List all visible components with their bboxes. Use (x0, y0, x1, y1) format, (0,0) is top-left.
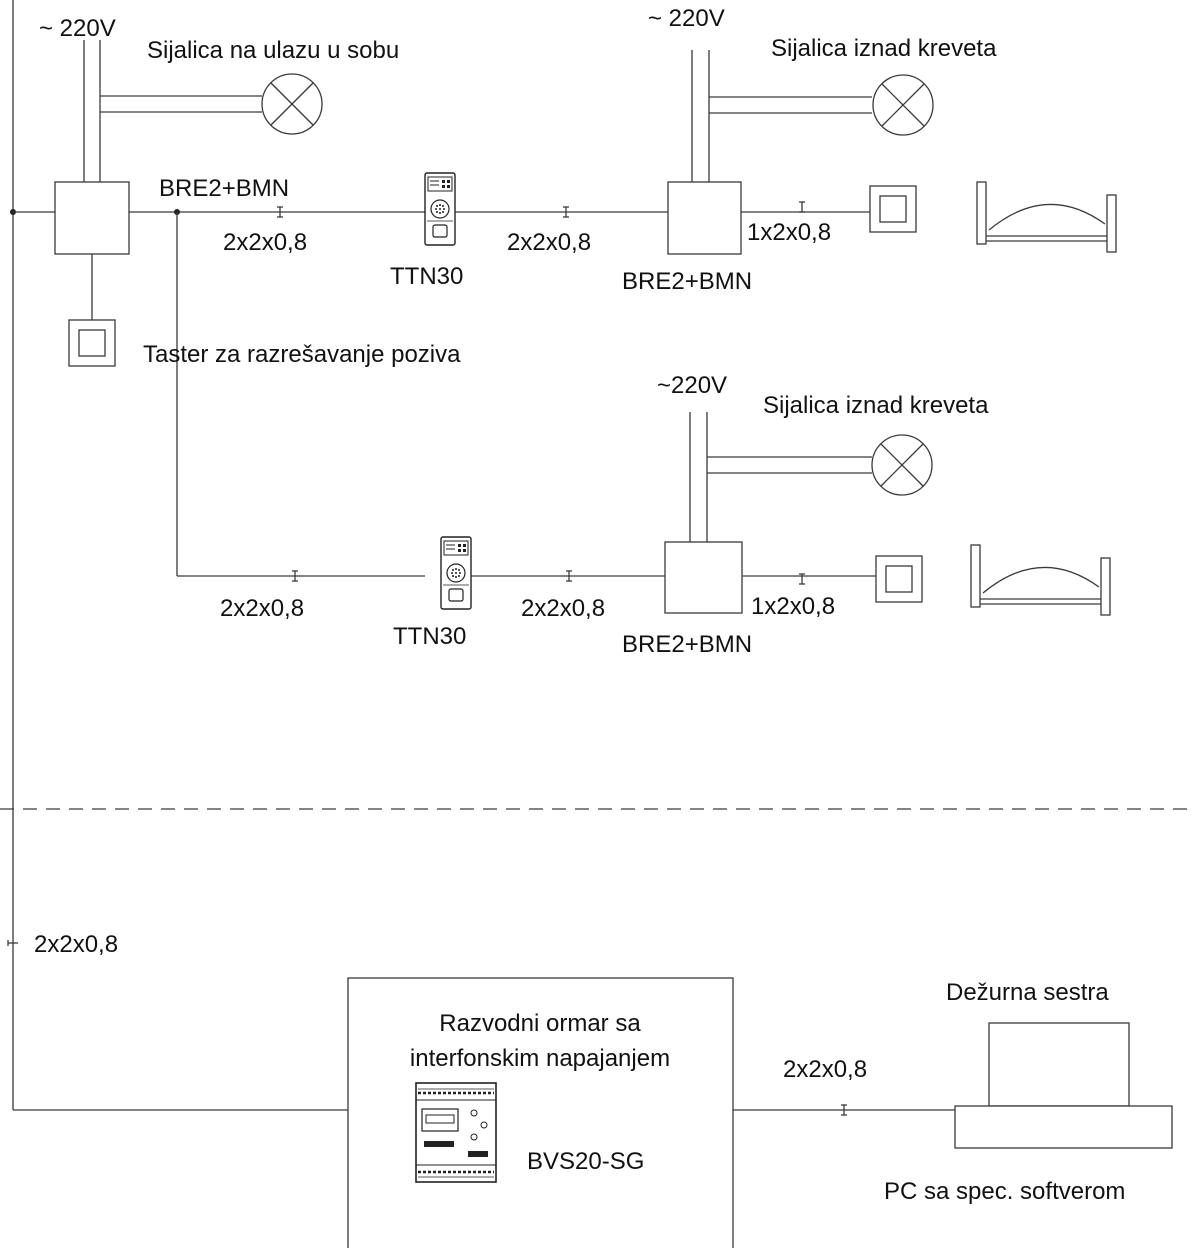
cabinet-label-line2: interfonskim napajanjem (410, 1045, 670, 1072)
bre-box-right-2 (664, 541, 743, 614)
ttn-label-2: TTN30 (393, 623, 466, 650)
cable-label-5: 2x2x0,8 (521, 595, 605, 622)
bre-label-left: BRE2+BMN (159, 175, 289, 202)
ttn30-device-icon (424, 172, 456, 246)
distribution-cabinet (347, 977, 734, 1248)
cable-tick (7, 940, 18, 946)
reset-button-icon (68, 319, 116, 367)
mains-label-3: ~220V (657, 372, 727, 399)
bed-icon (970, 544, 1111, 616)
cable-label-6: 1x2x0,8 (751, 593, 835, 620)
lamp-icon (872, 74, 934, 136)
cable-tick (798, 201, 806, 213)
cable-label-2: 2x2x0,8 (507, 229, 591, 256)
lamp-icon (871, 434, 933, 496)
cable-label-1: 2x2x0,8 (223, 229, 307, 256)
call-button-icon (869, 185, 917, 233)
bre-box-right-1 (667, 181, 742, 255)
call-button-icon (875, 555, 923, 603)
cable-label-riser: 2x2x0,8 (34, 931, 118, 958)
bre-box-left (54, 181, 130, 255)
pc-label: PC sa spec. softverom (884, 1178, 1125, 1205)
lamp-icon (261, 73, 323, 135)
reset-button-label: Taster za razrešavanje poziva (143, 341, 461, 368)
pc-base-icon (954, 1105, 1173, 1149)
ttn-label-1: TTN30 (390, 263, 463, 290)
bvs20-power-supply-icon (415, 1082, 497, 1183)
mains-label-2: ~ 220V (648, 5, 725, 32)
bre-label-right-2: BRE2+BMN (622, 631, 752, 658)
mains-label-1: ~ 220V (39, 15, 116, 42)
bre-label-right-1: BRE2+BMN (622, 268, 752, 295)
lamp-entrance-label: Sijalica na ulazu u sobu (147, 37, 399, 64)
lamp-bed-label-2: Sijalica iznad kreveta (763, 392, 989, 419)
bed-icon (976, 181, 1117, 253)
ttn30-device-icon (440, 536, 472, 610)
cable-label-4: 2x2x0,8 (220, 595, 304, 622)
lamp-bed-label-1: Sijalica iznad kreveta (771, 35, 997, 62)
pc-monitor-icon (988, 1022, 1130, 1107)
cabinet-label-line1: Razvodni ormar sa (439, 1010, 641, 1037)
nurse-label: Dežurna sestra (946, 979, 1109, 1006)
cable-label-3: 1x2x0,8 (747, 219, 831, 246)
psu-label: BVS20-SG (527, 1148, 644, 1175)
cable-label-pc: 2x2x0,8 (783, 1056, 867, 1083)
